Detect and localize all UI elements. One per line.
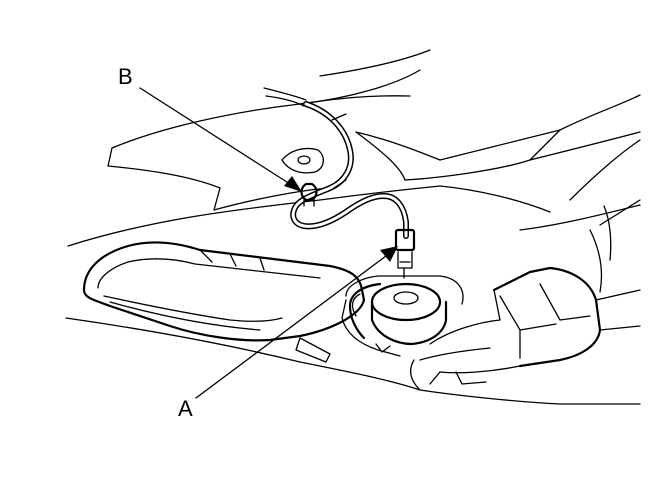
side-air-duct [82, 241, 366, 342]
leader-line-b [139, 87, 302, 192]
callout-label-b: B [118, 64, 133, 89]
mounting-stud [281, 147, 324, 174]
leader-line-a [195, 246, 398, 399]
connector [394, 228, 416, 279]
bracket [419, 205, 641, 385]
wire-harness [263, 87, 409, 239]
floor-panel [65, 317, 641, 405]
callout-label-a: A [178, 396, 193, 421]
body-panel [67, 49, 641, 247]
harness-clip [300, 182, 318, 207]
speaker [341, 275, 464, 357]
